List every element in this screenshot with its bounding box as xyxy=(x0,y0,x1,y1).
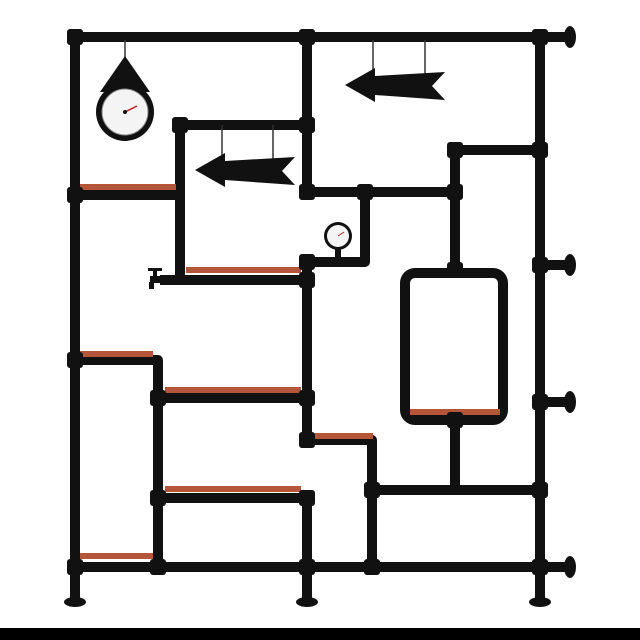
small-pressure-gauge xyxy=(324,222,352,261)
hanging-arrow-sign-left xyxy=(195,125,295,187)
wooden-shelf xyxy=(186,267,301,273)
floor-flange xyxy=(296,597,318,607)
pipe-joint xyxy=(299,390,315,406)
pipe-joint xyxy=(532,257,548,273)
floor-flange xyxy=(529,597,551,607)
pipe-joint xyxy=(447,262,463,278)
pipe-joint xyxy=(299,432,315,448)
hanging-arrow-sign-top xyxy=(345,40,445,102)
pipe-joint xyxy=(150,490,166,506)
pipe-joint xyxy=(364,482,380,498)
pipe-segment xyxy=(302,32,460,197)
end-cap xyxy=(564,26,576,48)
pipe-joint xyxy=(299,272,315,288)
faucet-icon xyxy=(148,268,172,289)
pipe-joint xyxy=(67,187,83,203)
pipe-fittings xyxy=(64,26,576,607)
pipe-joint xyxy=(532,29,548,45)
pipe-joint xyxy=(67,29,83,45)
pipe-joint xyxy=(150,559,166,575)
pipe-joint xyxy=(364,559,380,575)
wooden-shelf xyxy=(80,184,176,190)
pipe-joint xyxy=(447,412,463,428)
pipe-joint xyxy=(532,394,548,410)
end-cap xyxy=(564,391,576,413)
pipe-box-frame xyxy=(400,268,508,425)
pipe-joint xyxy=(447,142,463,158)
pipe-joint xyxy=(299,490,315,506)
wooden-shelf xyxy=(80,351,153,357)
pipe-joint xyxy=(299,559,315,575)
pipe-joint xyxy=(532,559,548,575)
pipe-joint xyxy=(447,184,463,200)
pipe-joint xyxy=(299,184,315,200)
pipe-joint xyxy=(299,29,315,45)
pipe-joint xyxy=(299,117,315,133)
pipe-segment xyxy=(450,145,545,275)
pipe-joint xyxy=(67,559,83,575)
pipe-joint xyxy=(172,117,188,133)
left-arrow-icon xyxy=(345,68,445,102)
pipe-segment xyxy=(70,355,163,572)
wooden-shelf xyxy=(165,387,301,393)
pipe-joint xyxy=(67,352,83,368)
wooden-shelf xyxy=(165,486,301,492)
wooden-shelf xyxy=(313,433,373,439)
pipe-joint xyxy=(299,254,315,270)
pipe-segment xyxy=(302,187,377,572)
pipe-joint xyxy=(150,390,166,406)
left-arrow-icon xyxy=(195,153,295,187)
pipe-joint xyxy=(357,184,373,200)
pipe-segment xyxy=(153,493,312,603)
end-cap xyxy=(564,556,576,578)
pipe-segment xyxy=(175,120,312,285)
hanging-pressure-gauge xyxy=(96,40,154,141)
bottom-border xyxy=(0,628,640,640)
floor-flange xyxy=(64,597,86,607)
wooden-shelf xyxy=(80,553,153,559)
end-cap xyxy=(564,254,576,276)
pipe-joint xyxy=(532,482,548,498)
pipe-joint xyxy=(532,142,548,158)
